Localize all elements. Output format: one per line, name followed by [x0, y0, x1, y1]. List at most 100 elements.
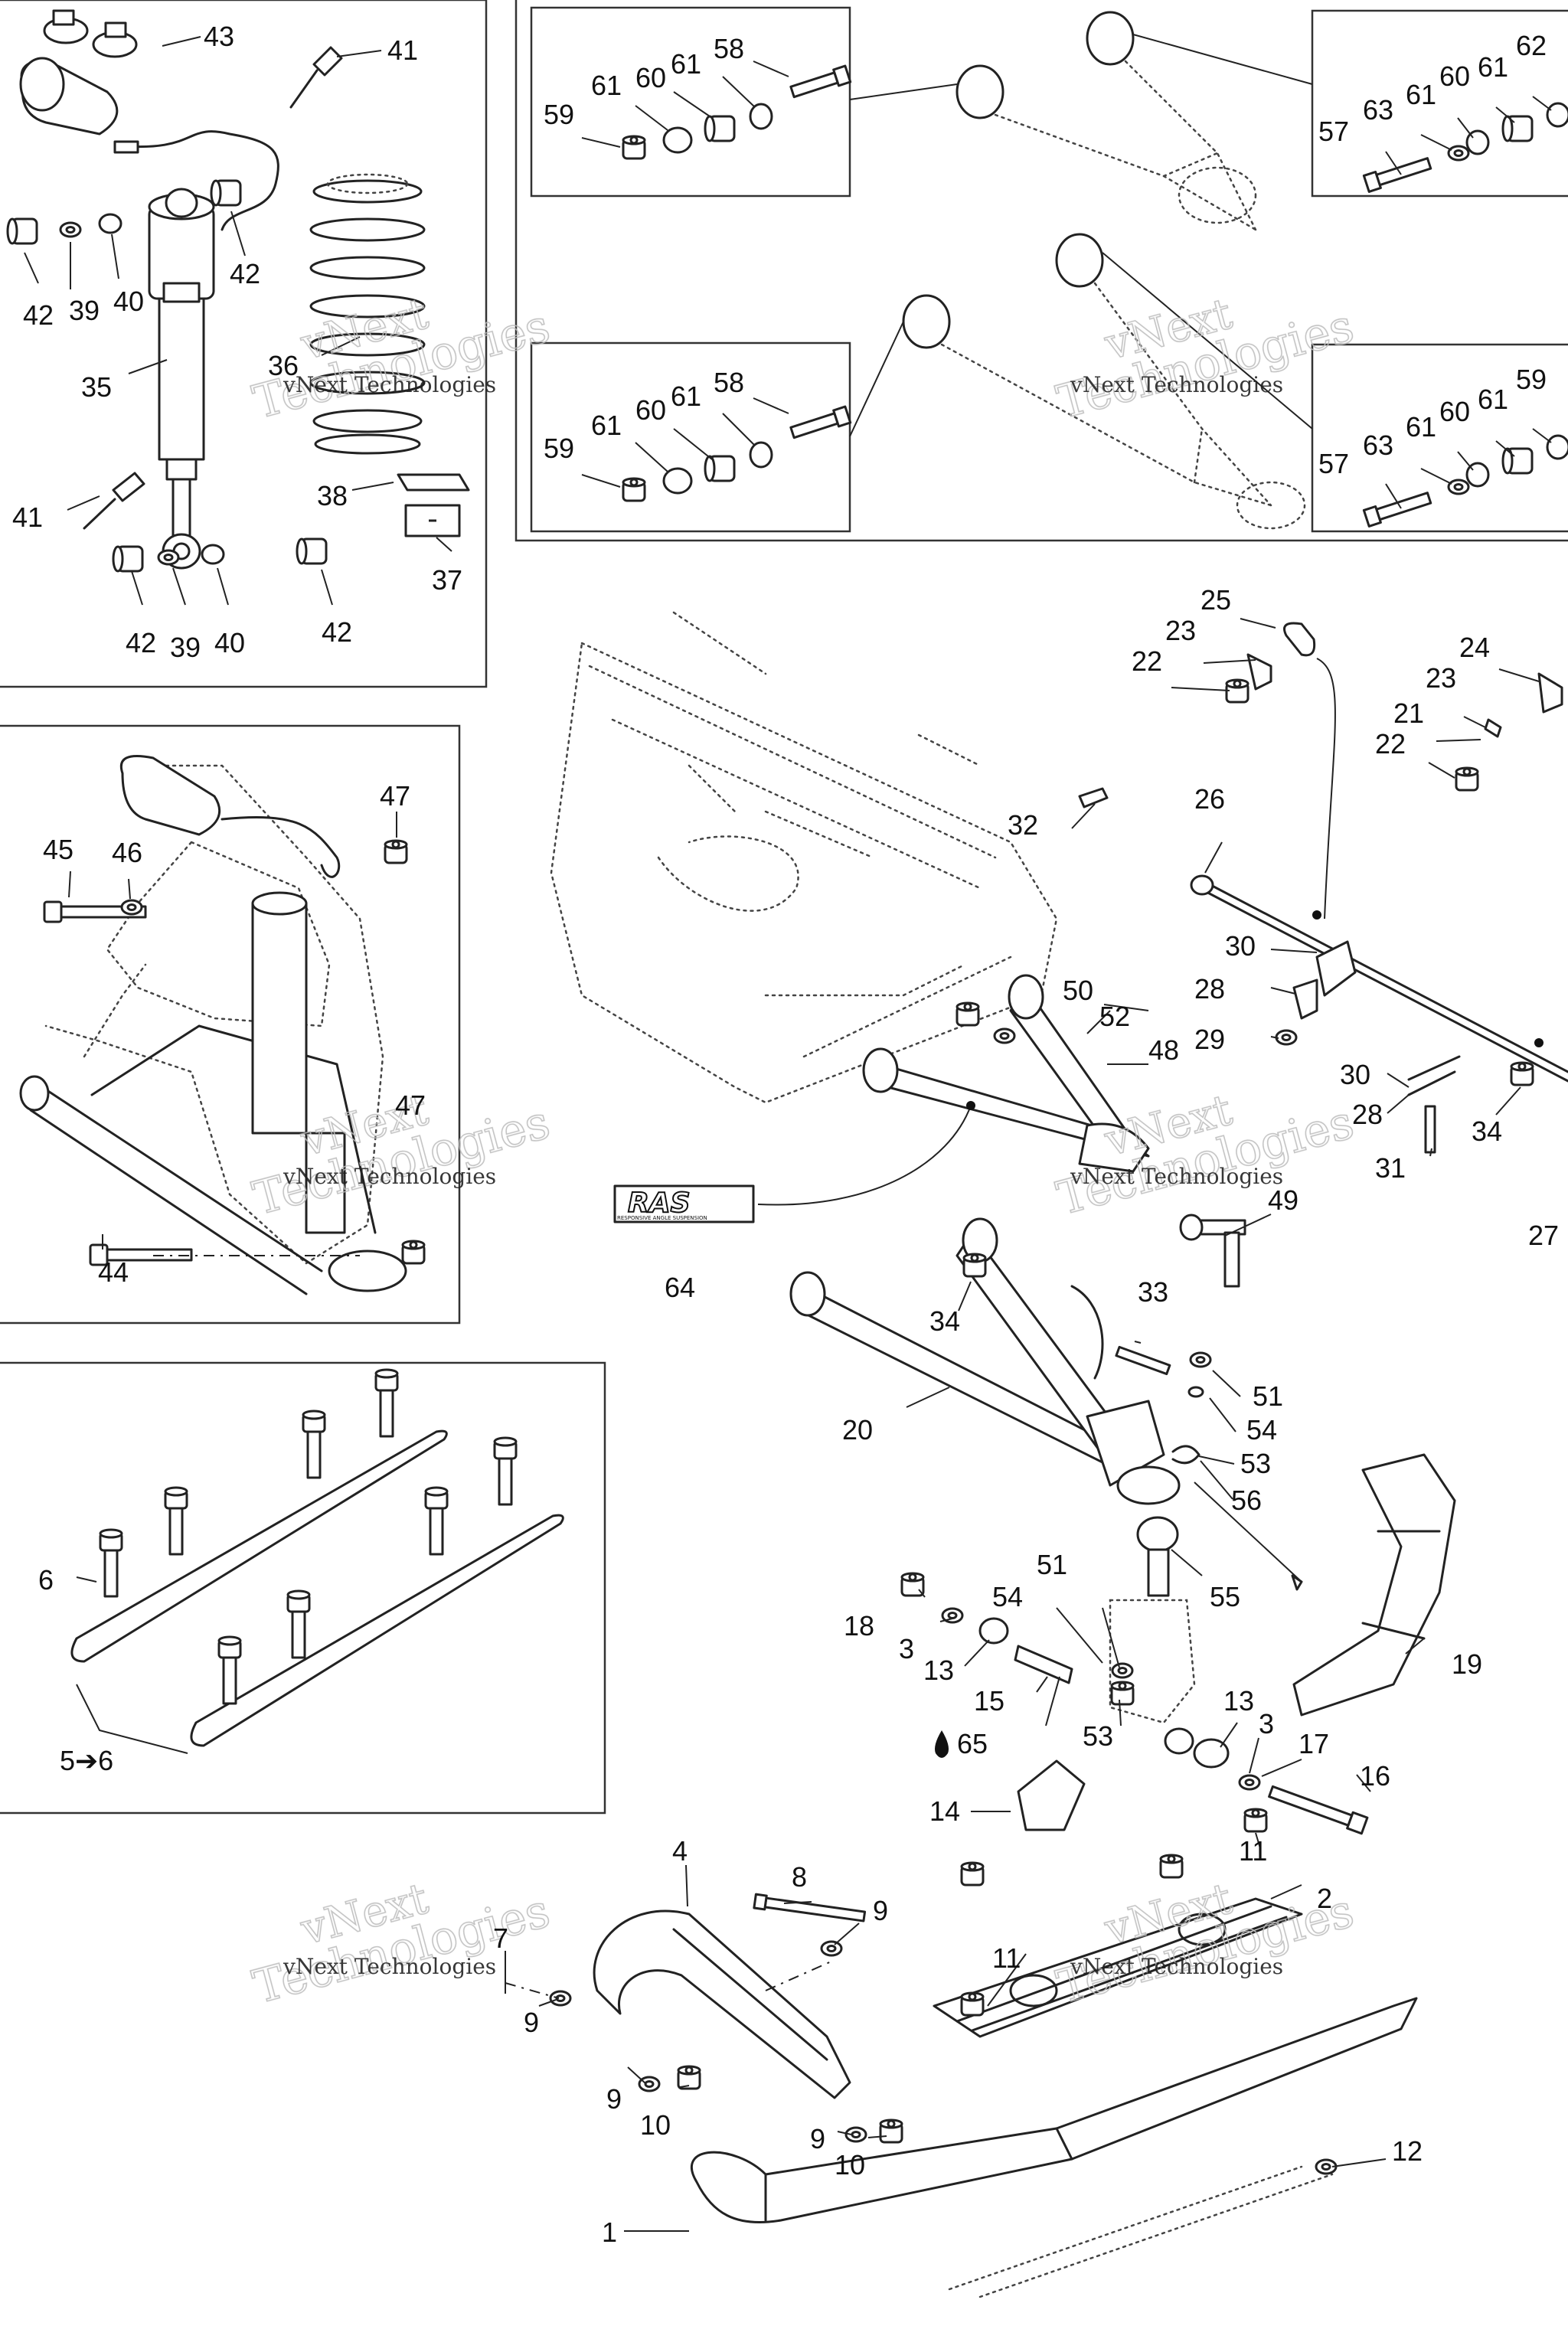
watermark-caption: vNext Technologies — [283, 372, 496, 397]
callout-63: 63 — [1363, 430, 1393, 461]
watermark-caption: vNext Technologies — [283, 1954, 496, 1979]
callout-8: 8 — [792, 1861, 807, 1893]
callout-65: 65 — [957, 1728, 988, 1759]
ski — [690, 1997, 1418, 2298]
spring-adjuster — [404, 504, 461, 537]
callout-23: 23 — [1426, 662, 1456, 694]
callout-61: 61 — [1478, 384, 1508, 415]
tie-rod-end — [1179, 1214, 1246, 1288]
callout-61: 61 — [1478, 51, 1508, 83]
callout-61: 61 — [1406, 411, 1436, 443]
callout-24: 24 — [1459, 632, 1490, 663]
callout-13: 13 — [1223, 1685, 1254, 1717]
callout-9: 9 — [873, 1895, 888, 1926]
callout-47: 47 — [395, 1089, 426, 1121]
callout-28: 28 — [1194, 973, 1225, 1004]
upper-a-arm — [757, 974, 1150, 1206]
spring-retainer — [397, 473, 470, 492]
callout-2: 2 — [1317, 1883, 1332, 1914]
circlip — [1171, 1445, 1200, 1465]
ras-logo-text: RAS — [628, 1187, 691, 1219]
callout-60: 60 — [1439, 396, 1470, 427]
callout-3: 3 — [1259, 1708, 1274, 1740]
callout-4: 4 — [672, 1835, 688, 1867]
callout-30: 30 — [1340, 1059, 1370, 1090]
callout-52: 52 — [1099, 1001, 1130, 1032]
lower-a-arm-top — [902, 233, 1306, 530]
callout-44: 44 — [98, 1256, 129, 1288]
callout-58: 58 — [714, 33, 744, 64]
reservoir-hose — [113, 130, 279, 231]
callout-12: 12 — [1392, 2135, 1423, 2167]
callout-31: 31 — [1375, 1152, 1406, 1184]
callout-33: 33 — [1138, 1276, 1168, 1308]
mounted-shock — [251, 902, 308, 1135]
callout-19: 19 — [1452, 1648, 1482, 1680]
callout-35: 35 — [81, 371, 112, 403]
callout-49: 49 — [1268, 1184, 1298, 1216]
reservoir-clamps — [43, 9, 138, 58]
callout-11: 11 — [992, 1942, 1021, 1974]
callout-36: 36 — [268, 350, 299, 381]
shock-mount-assembly — [19, 755, 426, 1295]
ski-bracket — [933, 1897, 1303, 2038]
lower-arm-front-hardware — [1362, 434, 1568, 528]
callout-61: 61 — [1406, 79, 1436, 110]
callout-54: 54 — [992, 1581, 1023, 1612]
callout-51: 51 — [1253, 1380, 1283, 1412]
callout-27: 27 — [1528, 1220, 1559, 1251]
callout-39: 39 — [170, 632, 201, 663]
callout-1: 1 — [602, 2216, 617, 2248]
callout-10: 10 — [835, 2149, 865, 2180]
frame-plug — [1078, 787, 1109, 808]
callout-61: 61 — [591, 70, 622, 101]
front-chassis-frame — [550, 611, 1058, 1104]
callout-50: 50 — [1063, 975, 1093, 1006]
callout-25: 25 — [1200, 584, 1231, 616]
callout-59: 59 — [544, 99, 574, 130]
callout-48: 48 — [1148, 1034, 1179, 1066]
callout-34: 34 — [929, 1305, 960, 1337]
callout-13: 13 — [923, 1655, 954, 1686]
callout-47: 47 — [380, 780, 410, 812]
upper-arm-rear-hardware — [622, 64, 852, 160]
spindle-axle — [1014, 1645, 1073, 1684]
callout-62: 62 — [1516, 30, 1547, 61]
callout-34: 34 — [1472, 1116, 1502, 1147]
callout-45: 45 — [43, 834, 74, 865]
carbide-runners — [70, 1368, 564, 1754]
callout-20: 20 — [842, 1414, 873, 1446]
callout-5-6: 5➔6 — [60, 1745, 113, 1776]
callout-29: 29 — [1194, 1024, 1225, 1055]
callout-22: 22 — [1132, 645, 1162, 677]
watermark-caption: vNext Technologies — [1070, 1164, 1283, 1189]
callout-40: 40 — [214, 627, 245, 658]
callout-42: 42 — [126, 627, 156, 658]
sway-bar-bracket — [1315, 940, 1357, 997]
callout-41: 41 — [12, 501, 43, 533]
callout-42: 42 — [322, 616, 352, 648]
callout-58: 58 — [714, 367, 744, 398]
sway-bar — [1190, 622, 1568, 1154]
shock-absorber — [6, 9, 343, 573]
callout-61: 61 — [671, 48, 701, 80]
ras-logo-caption: RESPONSIVE ANGLE SUSPENSION — [617, 1215, 707, 1221]
callout-57: 57 — [1318, 116, 1349, 147]
leader-lines — [24, 36, 1552, 2232]
callout-labels: 43 41 42 42 39 40 35 36 38 37 41 42 39 4… — [12, 21, 1559, 2248]
ras-logo-plate — [613, 1184, 755, 1223]
ski-handle — [593, 1909, 851, 2099]
callout-30: 30 — [1225, 930, 1256, 962]
cable-tie-top — [289, 46, 343, 109]
upper-arm-rear-hardware-box — [530, 6, 851, 198]
callout-26: 26 — [1194, 783, 1225, 815]
callout-40: 40 — [113, 286, 144, 317]
callout-17: 17 — [1298, 1728, 1329, 1759]
callout-60: 60 — [1439, 60, 1470, 92]
upper-a-arm-top — [956, 11, 1257, 231]
callout-64: 64 — [665, 1272, 695, 1303]
callout-57: 57 — [1318, 448, 1349, 479]
callout-63: 63 — [1363, 94, 1393, 126]
lower-a-arm-outline — [29, 1078, 323, 1295]
watermark-caption: vNext Technologies — [1070, 1954, 1283, 1979]
